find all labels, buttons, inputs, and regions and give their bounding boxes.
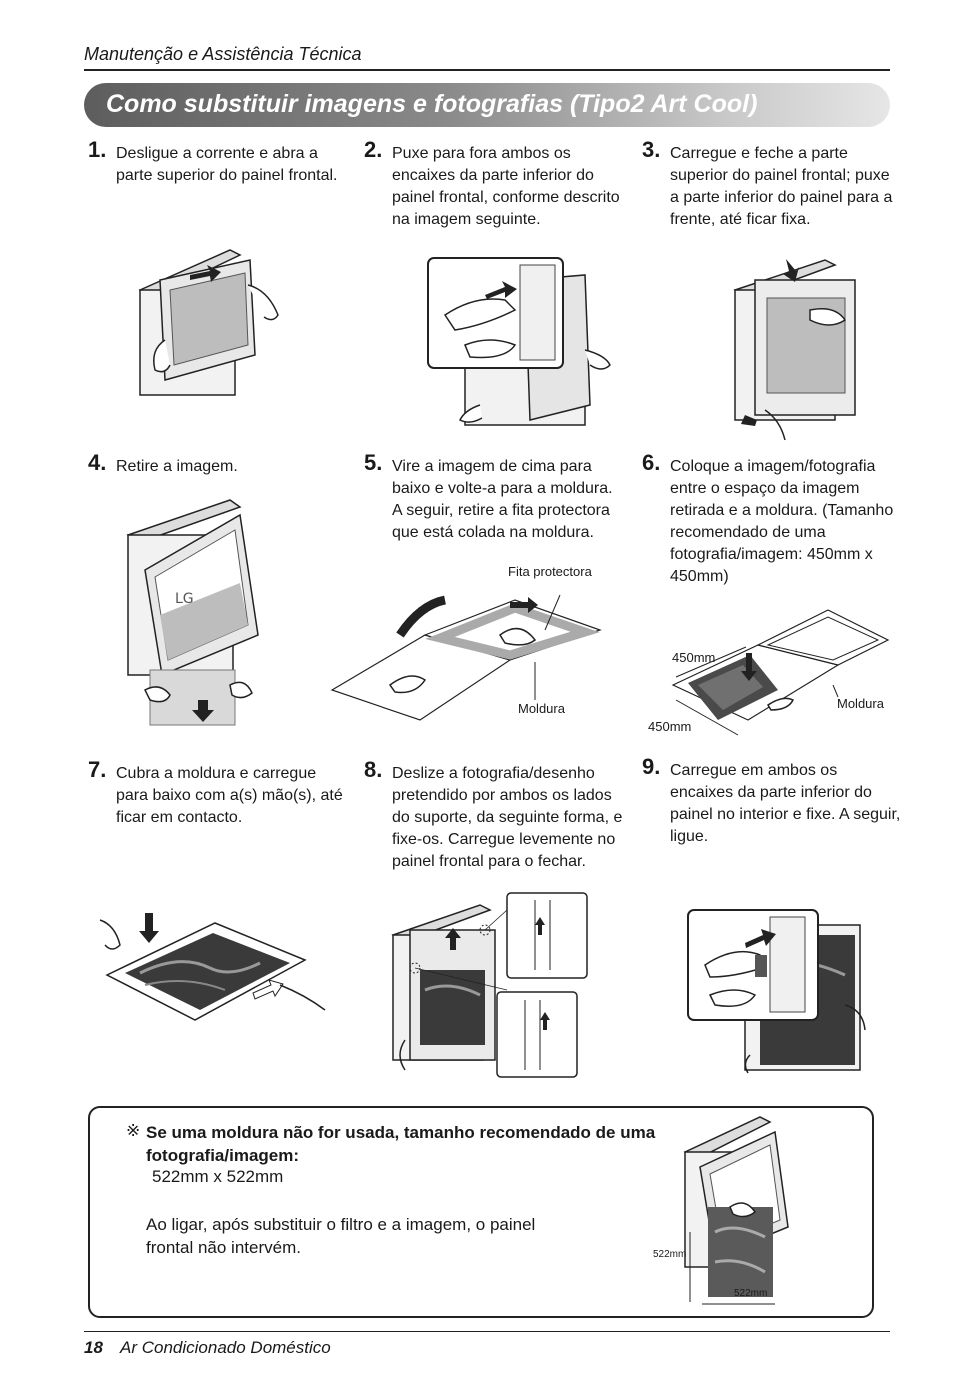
step-text: Carregue e feche a parte superior do pai… <box>670 145 893 228</box>
footer-title: Ar Condicionado Doméstico <box>120 1338 331 1357</box>
label-note-height: 522mm <box>653 1249 687 1260</box>
step-text: Carregue em ambos os encaixes da parte i… <box>670 762 901 845</box>
label-frame: Moldura <box>518 701 565 716</box>
page-title: Como substituir imagens e fotografias (T… <box>106 90 758 118</box>
figure-step-1 <box>130 240 290 405</box>
note-size: 522mm x 522mm <box>152 1167 284 1186</box>
step-text: Puxe para fora ambos os encaixes da part… <box>392 145 620 228</box>
step-number: 9. <box>642 754 661 779</box>
label-size-side: 450mm <box>648 719 692 734</box>
label-frame: Moldura <box>837 696 884 711</box>
figure-step-4: LG <box>120 495 270 740</box>
note-marker: ※ <box>126 1121 141 1140</box>
label-size-top: 450mm <box>672 650 716 665</box>
step-number: 7. <box>88 757 107 782</box>
figure-note <box>660 1112 800 1308</box>
step-text: Retire a imagem. <box>116 458 238 475</box>
step-number: 8. <box>364 757 383 782</box>
figure-step-3 <box>725 250 865 445</box>
title-banner: Como substituir imagens e fotografias (T… <box>84 83 890 127</box>
lg-logo: LG <box>175 591 194 607</box>
step-number: 1. <box>88 137 107 162</box>
step-number: 6. <box>642 450 661 475</box>
step-number: 5. <box>364 450 383 475</box>
page-number: 18 <box>84 1338 103 1357</box>
note-body: Ao ligar, após substituir o filtro e a i… <box>146 1215 536 1257</box>
step-text: Deslize a fotografia/desenho pretendido … <box>392 765 623 870</box>
step-text: Cubra a moldura e carregue para baixo co… <box>116 765 343 826</box>
footer-divider <box>84 1331 890 1332</box>
header-divider <box>84 69 890 71</box>
figure-step-9 <box>685 905 870 1075</box>
section-title: Manutenção e Assistência Técnica <box>84 44 362 64</box>
figure-step-7 <box>95 905 340 1040</box>
figure-step-5 <box>330 590 605 735</box>
step-text: Desligue a corrente e abra a parte super… <box>116 145 338 184</box>
figure-step-6 <box>668 605 893 740</box>
note-box <box>88 1106 874 1318</box>
step-number: 2. <box>364 137 383 162</box>
step-text: Coloque a imagem/fotografia entre o espa… <box>670 458 894 585</box>
label-protective-tape: Fita protectora <box>508 564 592 579</box>
step-number: 4. <box>88 450 107 475</box>
figure-step-2 <box>425 255 625 430</box>
note-heading: Se uma moldura não for usada, tamanho re… <box>146 1123 656 1165</box>
label-note-width: 522mm <box>734 1288 768 1299</box>
step-text: Vire a imagem de cima para baixo e volte… <box>392 458 613 541</box>
figure-step-8 <box>385 890 590 1080</box>
step-number: 3. <box>642 137 661 162</box>
